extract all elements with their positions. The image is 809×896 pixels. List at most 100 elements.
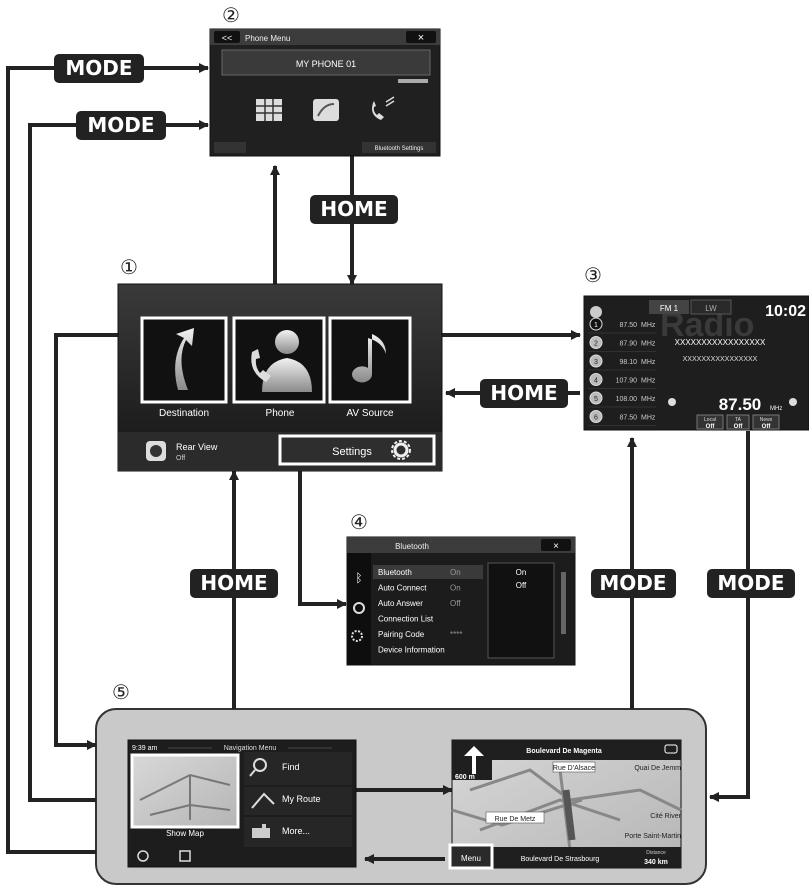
scrollbar[interactable]	[561, 572, 566, 634]
option-on[interactable]: On	[516, 568, 527, 577]
svg-text:MODE: MODE	[599, 571, 666, 595]
preset-badge[interactable]	[589, 391, 603, 405]
bluetooth-icon[interactable]: ᛒ	[355, 571, 362, 585]
svg-text:MODE: MODE	[65, 56, 132, 80]
back-label: <<	[222, 33, 233, 43]
preset-badge[interactable]	[589, 373, 603, 386]
bluetooth-setting-label[interactable]: Device Information	[378, 646, 445, 655]
chevron-down-icon[interactable]	[590, 306, 602, 318]
phone-label: Phone	[266, 408, 295, 419]
status-icons	[398, 79, 428, 83]
preset-frequency[interactable]: 108.00	[616, 396, 638, 403]
news-toggle[interactable]: News Off	[752, 414, 780, 430]
show-map-button[interactable]	[130, 753, 240, 829]
label-4: ④	[350, 512, 368, 534]
destination-button[interactable]	[140, 316, 228, 404]
rear-view-label: Rear View	[176, 442, 218, 452]
label-5: ⑤	[112, 682, 130, 704]
preset-frequency[interactable]: 107.90	[616, 378, 638, 385]
rear-view-button[interactable]	[146, 441, 166, 461]
more-button[interactable]	[244, 817, 352, 847]
tab-lw-label: LW	[705, 304, 717, 313]
av-source-button[interactable]	[328, 316, 412, 404]
preset-frequency[interactable]: 98.10	[619, 359, 637, 366]
bluetooth-setting-label[interactable]: Pairing Code	[378, 630, 425, 639]
handset-icon	[251, 349, 271, 382]
bluetooth-setting-label[interactable]: Auto Connect	[378, 584, 427, 593]
preset-number: 3	[594, 359, 598, 366]
street-label-cite: Cité River	[650, 813, 681, 820]
clock: 10:02	[765, 303, 806, 320]
close-button[interactable]	[406, 31, 436, 43]
destination-arrow-icon	[175, 328, 194, 390]
back-button[interactable]	[214, 31, 240, 43]
route-icon	[251, 792, 275, 809]
preset-frequency[interactable]: 87.50	[619, 322, 637, 329]
phone-menu-title: Phone Menu	[245, 34, 290, 43]
preset-badge[interactable]	[589, 354, 603, 368]
switch-icon[interactable]	[214, 142, 246, 153]
home-pill-radio: HOME	[480, 379, 568, 408]
bluetooth-setting-label[interactable]: Connection List	[378, 615, 434, 624]
preset-number: 4	[594, 378, 598, 385]
nav-menu-title: Navigation Menu	[224, 745, 277, 752]
disc-icon[interactable]	[353, 602, 365, 614]
my-route-button[interactable]	[244, 787, 352, 815]
keypad-icon[interactable]	[256, 99, 282, 121]
tab-fm1[interactable]	[649, 300, 689, 314]
bluetooth-setting-label[interactable]: Auto Answer	[378, 599, 423, 608]
device-name-box	[221, 49, 431, 76]
preset-frequency[interactable]: 87.50	[619, 415, 637, 422]
call-history-icon[interactable]	[372, 96, 395, 120]
preset-badge[interactable]	[589, 317, 603, 331]
map-screen: 600 m Boulevard De Magenta Rue D'Alsace …	[448, 739, 682, 870]
tab-lw[interactable]	[690, 299, 732, 315]
bluetooth-settings-button[interactable]	[362, 142, 436, 153]
street-label-alsace: Rue D'Alsace	[553, 765, 595, 772]
preset-unit: MHz	[641, 322, 656, 329]
preset-unit: MHz	[641, 415, 656, 422]
bluetooth-setting-label[interactable]: Bluetooth	[378, 568, 412, 577]
close-icon: ×	[418, 32, 424, 44]
svg-text:HOME: HOME	[320, 197, 387, 221]
contacts-icon[interactable]	[313, 99, 339, 121]
current-street: Boulevard De Magenta	[526, 748, 602, 755]
person-icon	[275, 330, 299, 354]
bluetooth-settings-label: Bluetooth Settings	[375, 146, 424, 152]
my-route-label: My Route	[282, 794, 321, 804]
seek-forward-icon[interactable]	[789, 398, 797, 406]
home-pill-nav: HOME	[190, 569, 278, 598]
menu-button[interactable]	[448, 843, 494, 870]
turn-left-icon	[464, 746, 484, 774]
preset-number: 1	[594, 322, 598, 329]
mode-pill-radio-nav: MODE	[707, 569, 795, 598]
route-line	[562, 789, 576, 841]
rear-view-state: Off	[176, 455, 185, 462]
ta-label: TA	[735, 417, 742, 423]
power-icon[interactable]	[137, 850, 149, 862]
bluetooth-setting-value: Off	[450, 599, 461, 608]
local-label: Local	[704, 417, 716, 423]
seek-back-icon[interactable]	[668, 398, 676, 406]
preset-badge[interactable]	[589, 336, 603, 349]
svg-text:MODE: MODE	[87, 113, 154, 137]
map-view-icon[interactable]	[664, 744, 678, 754]
map-settings-icon[interactable]	[179, 850, 191, 862]
bluetooth-close-button[interactable]	[541, 539, 571, 551]
option-off[interactable]: Off	[516, 581, 527, 590]
gear-icon[interactable]	[351, 630, 363, 642]
option-list	[487, 562, 555, 659]
settings-button[interactable]	[278, 434, 436, 466]
phone-button[interactable]	[232, 316, 326, 404]
show-map-label: Show Map	[166, 829, 204, 838]
preset-badge[interactable]	[589, 410, 603, 423]
preset-unit: MHz	[641, 378, 656, 385]
find-button[interactable]	[244, 752, 352, 785]
preset-frequency[interactable]: 87.90	[619, 341, 637, 348]
street-label-metz: Rue De Metz	[495, 816, 536, 823]
ta-toggle[interactable]: TA Off	[726, 414, 750, 430]
preset-unit: MHz	[641, 396, 656, 403]
local-toggle[interactable]: Local Off	[696, 414, 724, 430]
